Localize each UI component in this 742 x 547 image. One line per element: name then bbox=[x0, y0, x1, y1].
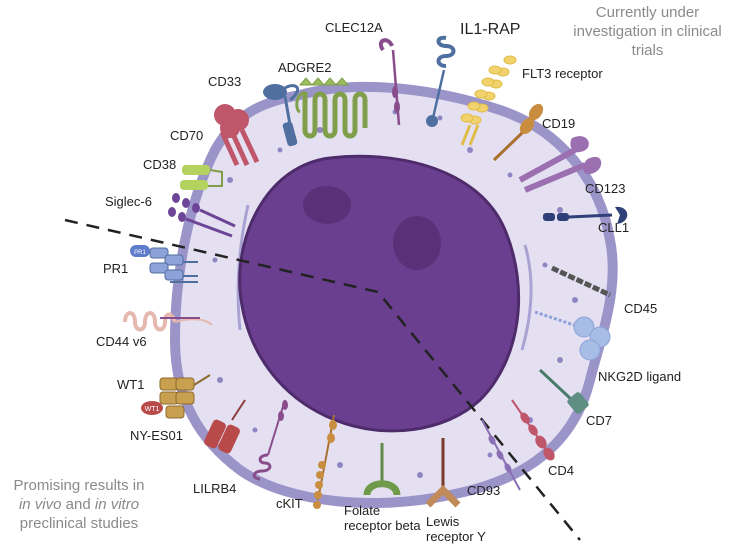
clec12a-receptor bbox=[378, 38, 401, 126]
label-folate-2: receptor beta bbox=[344, 518, 421, 533]
siglec6-receptor bbox=[168, 193, 236, 238]
label-cd4: CD4 bbox=[548, 463, 575, 478]
label-cd7: CD7 bbox=[586, 413, 613, 428]
cd93-receptor bbox=[481, 419, 521, 491]
il1rap-receptor bbox=[426, 35, 456, 127]
lilrb4-receptor bbox=[252, 399, 288, 481]
adgre2-receptor bbox=[295, 77, 368, 139]
folate-receptor-beta bbox=[363, 443, 401, 496]
inner-membrane-right bbox=[520, 244, 533, 351]
clinical-trials-note: Currently under investigation in clinica… bbox=[555, 3, 740, 60]
label-cd70: CD70 bbox=[170, 128, 204, 143]
in-vitro-text: in vitro bbox=[94, 496, 140, 513]
label-lewis-1: Lewis bbox=[426, 514, 460, 529]
label-cll1: CLL1 bbox=[598, 220, 630, 235]
label-cd19: CD19 bbox=[542, 116, 576, 131]
cd33-receptor bbox=[263, 84, 300, 147]
pr1-receptor bbox=[130, 245, 198, 283]
nyeso1-receptor bbox=[204, 399, 246, 454]
label-il1rap: IL1-RAP bbox=[460, 21, 521, 38]
and-text: and bbox=[61, 496, 95, 513]
cd19-receptor bbox=[492, 103, 544, 162]
label-lewis-2: receptor Y bbox=[426, 529, 486, 544]
label-cd45: CD45 bbox=[624, 301, 658, 316]
cd38-receptor bbox=[180, 165, 223, 190]
label-folate-1: Folate bbox=[344, 503, 381, 518]
cd4-receptor bbox=[511, 399, 555, 461]
nucleus bbox=[238, 154, 521, 433]
label-pr1: PR1 bbox=[103, 261, 129, 276]
preclinical-note: Promising results in in vivo and in vitr… bbox=[4, 476, 154, 533]
cd44v6-receptor bbox=[123, 311, 213, 332]
pr1-badge: PR1 bbox=[134, 250, 146, 256]
label-lilrb4: LILRB4 bbox=[193, 481, 237, 496]
cd7-receptor bbox=[538, 368, 589, 414]
cd70-receptor bbox=[214, 104, 260, 167]
lewis-receptor-y bbox=[425, 438, 461, 508]
clinical-note-line-1: Currently under bbox=[595, 4, 700, 21]
nucleolus-1 bbox=[303, 186, 351, 224]
cd45-receptor bbox=[550, 265, 612, 298]
label-cd38: CD38 bbox=[143, 157, 177, 172]
wt1-receptor bbox=[141, 374, 211, 419]
label-siglec6: Siglec-6 bbox=[105, 194, 152, 209]
cytoplasm-granules bbox=[212, 109, 578, 478]
clinical-note-line-2: investigation in clinical bbox=[573, 23, 722, 40]
label-ckit: cKIT bbox=[276, 496, 303, 511]
label-adgre2: ADGRE2 bbox=[278, 60, 332, 75]
label-wt1: WT1 bbox=[117, 377, 145, 392]
ckit-receptor bbox=[313, 414, 337, 509]
wt1-badge: WT1 bbox=[145, 406, 160, 413]
cll1-receptor bbox=[543, 206, 628, 224]
preclinical-note-line-2: in vivo and in vitro bbox=[4, 495, 154, 514]
clinical-note-line-3: trials bbox=[631, 42, 664, 59]
cd123-receptor bbox=[518, 136, 602, 193]
preclinical-note-line-3: preclinical studies bbox=[19, 515, 139, 532]
nkg2d-ligand bbox=[534, 310, 611, 361]
label-clec12a: CLEC12A bbox=[325, 20, 383, 35]
label-nkg2d: NKG2D ligand bbox=[598, 369, 682, 384]
flt3-receptor bbox=[460, 55, 517, 146]
label-cd123: CD123 bbox=[585, 181, 626, 196]
in-vivo-text: in vivo bbox=[18, 496, 62, 513]
label-nyeso1: NY-ES01 bbox=[130, 428, 183, 443]
label-cd93: CD93 bbox=[467, 483, 501, 498]
label-flt3: FLT3 receptor bbox=[522, 66, 603, 81]
label-cd44v6: CD44 v6 bbox=[96, 334, 147, 349]
label-cd33: CD33 bbox=[208, 74, 242, 89]
nucleolus-2 bbox=[393, 216, 441, 270]
preclinical-note-line-1: Promising results in bbox=[13, 477, 145, 494]
category-divider bbox=[64, 218, 581, 541]
